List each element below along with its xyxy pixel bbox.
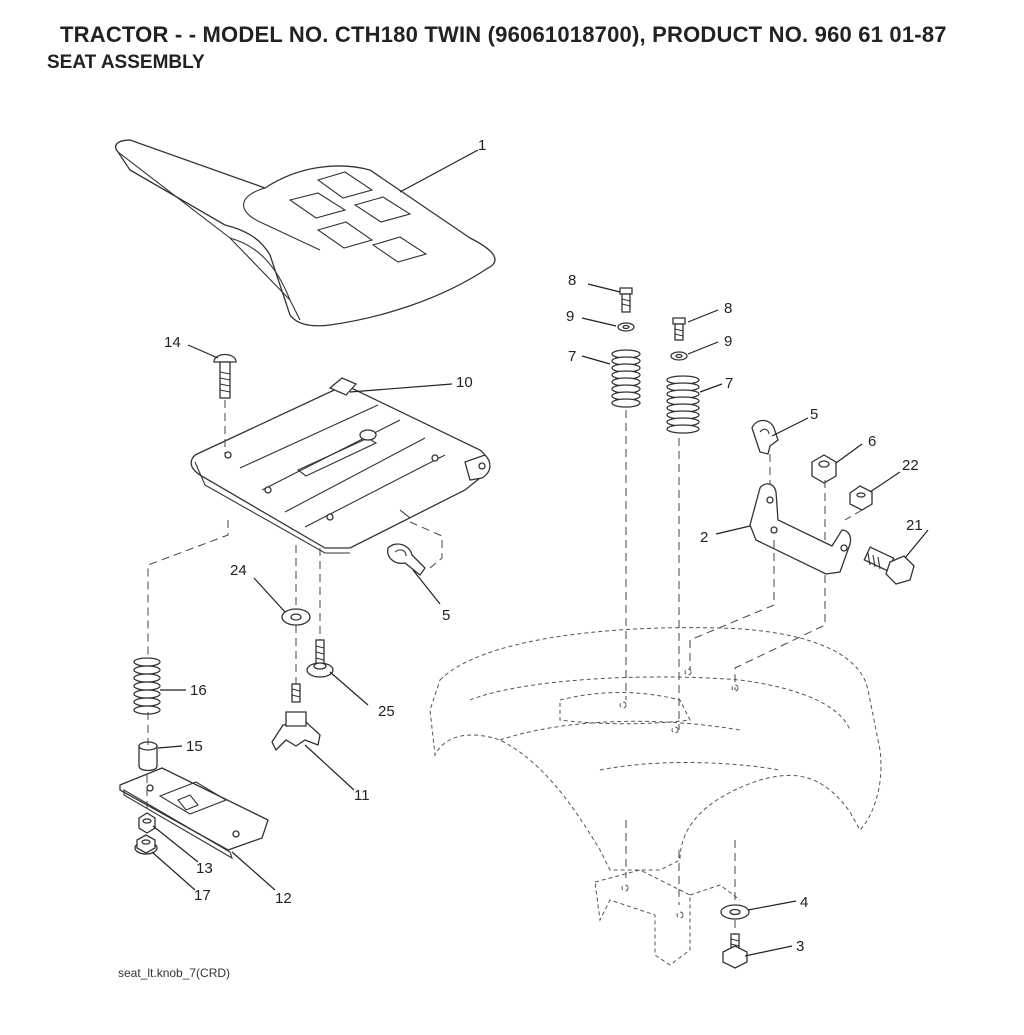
flat-washer-part [720, 904, 750, 920]
callout-7-left: 7 [568, 348, 576, 365]
washer-part [281, 608, 311, 626]
callout-labels: 1 14 10 24 5 16 25 15 11 13 12 17 8 9 7 … [164, 137, 923, 955]
callout-14: 14 [164, 334, 181, 351]
callout-16: 16 [190, 682, 207, 699]
callout-8-right: 8 [724, 300, 732, 317]
callout-24: 24 [230, 562, 247, 579]
callout-1: 1 [478, 137, 486, 154]
callout-12: 12 [275, 890, 292, 907]
callout-15: 15 [186, 738, 203, 755]
clip-right-part [751, 419, 779, 455]
callout-8-left: 8 [568, 272, 576, 289]
leader-lines [151, 149, 929, 957]
callout-7-right: 7 [725, 375, 733, 392]
seat-bracket-part [749, 483, 852, 575]
callout-25: 25 [378, 703, 395, 720]
callout-11: 11 [354, 787, 370, 804]
callout-17: 17 [194, 887, 211, 904]
seat-part [115, 139, 496, 327]
flange-nut-part [849, 485, 873, 511]
callout-10: 10 [456, 374, 473, 391]
callout-13: 13 [196, 860, 213, 877]
callout-9-right: 9 [724, 333, 732, 350]
spacer-part [138, 741, 158, 772]
callout-4: 4 [800, 894, 808, 911]
seat-knob-part [271, 683, 321, 752]
callout-6: 6 [868, 433, 876, 450]
nut-part [138, 812, 156, 834]
slide-bracket-part [119, 767, 269, 860]
spring-stack-right [666, 317, 700, 434]
lock-nut-part [134, 834, 158, 855]
hex-nut-part [811, 454, 837, 484]
callout-2: 2 [700, 529, 708, 546]
callout-21: 21 [906, 517, 923, 534]
spring-small-part [133, 657, 161, 715]
callout-3: 3 [796, 938, 804, 955]
callout-22: 22 [902, 457, 919, 474]
clip-left-part [387, 543, 426, 576]
seat-pan-part [190, 377, 491, 554]
carriage-bolt-part [213, 353, 237, 399]
page-subtitle: SEAT ASSEMBLY [47, 52, 205, 73]
callout-5-left: 5 [442, 607, 450, 624]
hex-bolt-part [722, 933, 748, 969]
page-title: TRACTOR - - MODEL NO. CTH180 TWIN (96061… [60, 22, 947, 47]
assembly-lines [146, 400, 863, 934]
fender-frame-outline [429, 627, 882, 966]
spring-stack-left [611, 287, 641, 408]
callout-5-right: 5 [810, 406, 818, 423]
callout-9-left: 9 [566, 308, 574, 325]
shoulder-bolt-right-part [863, 546, 915, 585]
diagram-code: seat_lt.knob_7(CRD) [118, 966, 231, 980]
shoulder-bolt-part [306, 639, 334, 678]
